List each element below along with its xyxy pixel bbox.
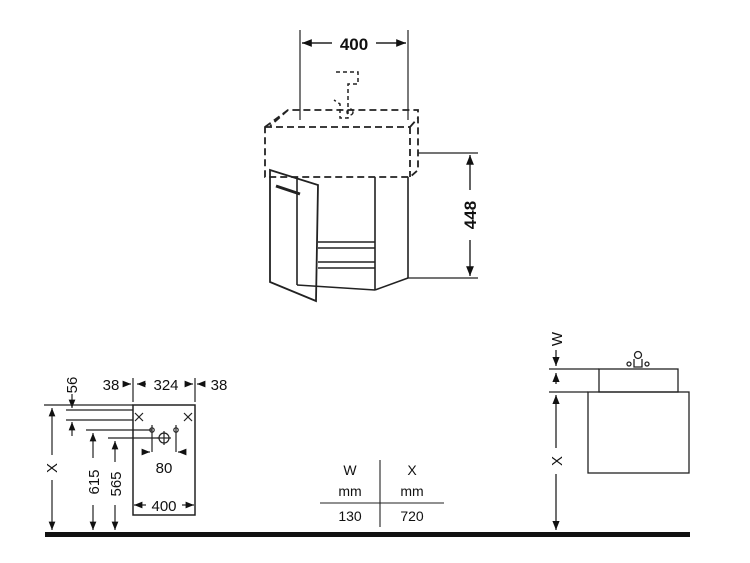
dim-x-side-label: X — [549, 456, 566, 466]
dim-56-label: 56 — [64, 377, 81, 394]
dim-38-left-label: 38 — [103, 377, 120, 394]
side-elevation — [549, 350, 690, 530]
cabinet-body — [296, 177, 409, 291]
cabinet-view — [264, 30, 478, 303]
dimension-table — [320, 460, 444, 527]
floor-line — [45, 532, 690, 537]
dim-x-plan-label: X — [44, 463, 61, 473]
table-unit-w: mm — [338, 483, 361, 499]
dim-615-label: 615 — [86, 469, 103, 494]
basin-outline — [264, 109, 419, 178]
faucet-icon — [626, 350, 650, 368]
wall-plan — [44, 378, 206, 530]
dim-80-label: 80 — [156, 460, 173, 477]
dim-324-label: 324 — [153, 377, 178, 394]
cabinet-block — [587, 391, 690, 474]
dim-38-right-label: 38 — [211, 377, 228, 394]
table-value-x: 720 — [400, 508, 424, 524]
table-value-w: 130 — [338, 508, 362, 524]
mounting-point-left-icon — [134, 412, 144, 422]
mounting-point-right-icon — [183, 412, 193, 422]
table-unit-x: mm — [400, 483, 423, 499]
dim-565-label: 565 — [108, 471, 125, 496]
height-dimension-label: 448 — [461, 201, 480, 229]
dim-400-label: 400 — [151, 498, 176, 515]
plan-outline — [132, 404, 196, 516]
width-dimension-label: 400 — [340, 35, 368, 54]
table-header-w: W — [343, 462, 357, 478]
table-header-x: X — [407, 462, 417, 478]
cabinet-door — [269, 168, 319, 303]
dim-w-label: W — [549, 331, 566, 346]
faucet-icon — [333, 71, 359, 119]
basin-block — [598, 368, 679, 393]
